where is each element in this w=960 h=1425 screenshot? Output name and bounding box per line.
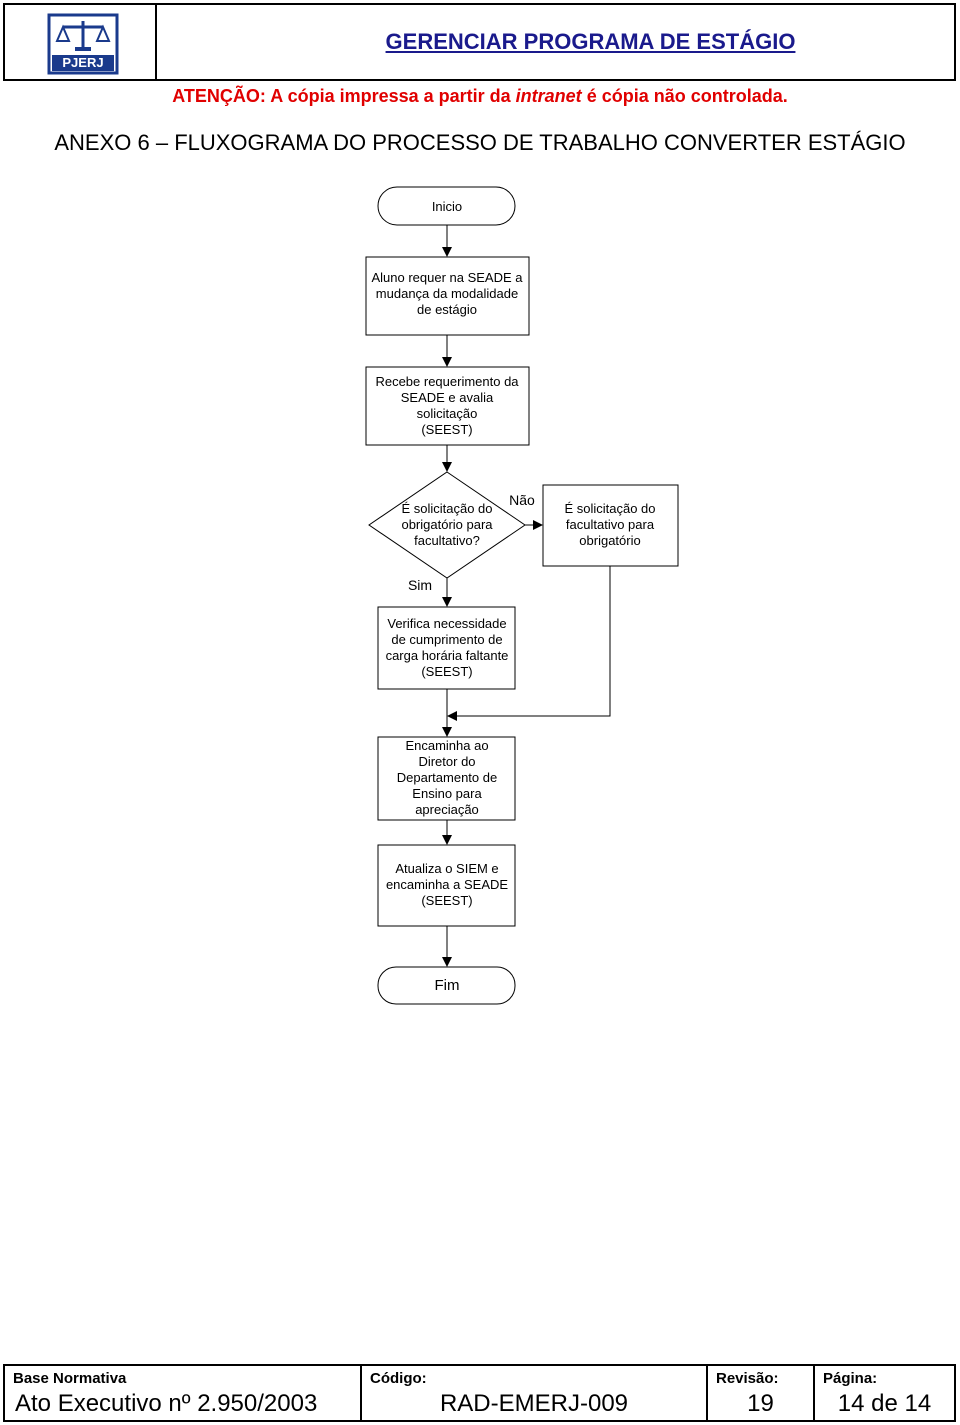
warning-suffix: é cópia não controlada. [581, 86, 788, 106]
footer-page-value: 14 de 14 [837, 1390, 932, 1417]
header-title: GERENCIAR PROGRAMA DE ESTÁGIO [385, 29, 796, 54]
step2-line-4: (SEEST) [421, 422, 472, 437]
step-atualiza-siem [377, 844, 516, 927]
step5-line-1: Atualiza o SIEM e [395, 861, 498, 876]
footer-page-label: Página: [823, 1370, 878, 1387]
step-aluno-requer [365, 256, 530, 336]
end-label: Fim [435, 977, 460, 994]
step3-line-3: carga horária faltante [386, 648, 509, 663]
alt-line-3: obrigatório [579, 533, 640, 548]
step1-line-2: mudança da modalidade [376, 286, 518, 301]
decision-line-1: É solicitação do [401, 501, 492, 516]
pjerj-logo [47, 13, 119, 75]
step-encaminha-diretor [377, 736, 516, 821]
footer-code-cell: Código: RAD-EMERJ-009 [360, 1366, 706, 1420]
step2-line-2: SEADE e avalia [401, 390, 494, 405]
step-recebe-requerimento [365, 366, 530, 446]
step2-line-3: solicitação [417, 406, 478, 421]
footer-rev-value: 19 [747, 1390, 774, 1417]
step4-line-1: Encaminha ao [405, 738, 488, 753]
footer-code-label: Código: [370, 1370, 427, 1387]
alt-line-1: É solicitação do [564, 501, 655, 516]
step-facultativo-obrigatorio [542, 484, 679, 567]
decision-line-2: obrigatório para [401, 517, 493, 532]
step3-line-2: de cumprimento de [391, 632, 502, 647]
copy-warning: ATENÇÃO: A cópia impressa a partir da in… [0, 86, 960, 107]
step1-line-1: Aluno requer na SEADE a [371, 270, 523, 285]
start-label: Inicio [432, 199, 462, 214]
document-title: ANEXO 6 – FLUXOGRAMA DO PROCESSO DE TRAB… [54, 130, 906, 155]
document-header: PJERJ GERENCIAR PROGRAMA DE ESTÁGIO [3, 3, 956, 81]
step3-line-4: (SEEST) [421, 664, 472, 679]
step2-line-1: Recebe requerimento da [375, 374, 519, 389]
footer-code-value: RAD-EMERJ-009 [439, 1390, 629, 1417]
logo-cell: PJERJ [5, 5, 157, 79]
logo-text: PJERJ [62, 55, 104, 70]
footer-rev-label: Revisão: [716, 1370, 779, 1387]
warning-italic: intranet [515, 86, 582, 106]
footer-page-cell: Página: 14 de 14 [813, 1366, 954, 1420]
alt-line-2: facultativo para [566, 517, 655, 532]
label-yes: Sim [408, 577, 432, 593]
label-no: Não [509, 492, 535, 508]
document-footer: Base Normativa Ato Executivo nº 2.950/20… [3, 1364, 956, 1422]
step5-line-3: (SEEST) [421, 893, 472, 908]
step3-line-1: Verifica necessidade [387, 616, 506, 631]
step4-line-2: Diretor do [418, 754, 475, 769]
footer-rev-cell: Revisão: 19 [706, 1366, 813, 1420]
step5-line-2: encaminha a SEADE [386, 877, 508, 892]
step4-line-4: Ensino para [412, 786, 482, 801]
decision-line-3: facultativo? [414, 533, 480, 548]
footer-base-label: Base Normativa [13, 1370, 127, 1387]
footer-base-cell: Base Normativa Ato Executivo nº 2.950/20… [5, 1366, 360, 1420]
step4-line-5: apreciação [415, 802, 479, 817]
end-terminator [377, 966, 516, 1005]
warning-prefix: ATENÇÃO: A cópia impressa a partir da [172, 86, 516, 106]
flowchart: Inicio Aluno requer na SEADE a mudança d… [365, 186, 679, 1005]
arrow-alt-merge [447, 566, 611, 721]
footer-base-value: Ato Executivo nº 2.950/2003 [15, 1390, 318, 1417]
step4-line-3: Departamento de [397, 770, 497, 785]
step1-line-3: de estágio [417, 302, 477, 317]
